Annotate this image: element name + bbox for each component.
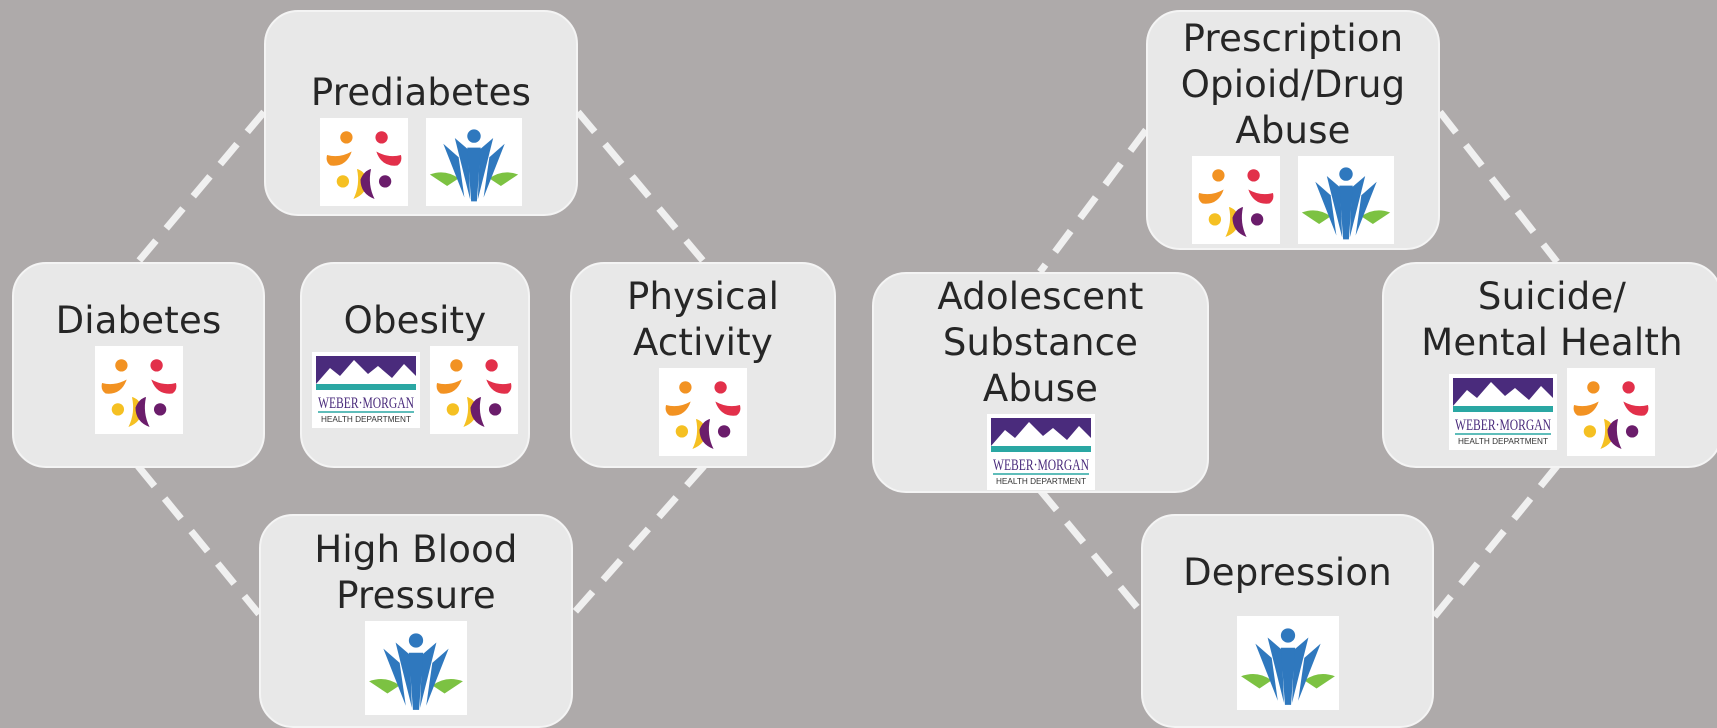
node-label: Diabetes: [55, 299, 222, 342]
connector-suicide-depression: [1431, 463, 1560, 620]
node-obesity: Obesity WEBER·MORGAN HEALTH DEPARTMENT: [300, 262, 530, 468]
svg-text:HEALTH DEPARTMENT: HEALTH DEPARTMENT: [1458, 437, 1548, 446]
people-logo: [1192, 156, 1280, 244]
connector-opioid-suicide: [1437, 109, 1560, 265]
weber-morgan-logo: WEBER·MORGAN HEALTH DEPARTMENT: [312, 352, 420, 428]
node-adolescent-substance: Adolescent Substance Abuse WEBER·MORGAN …: [872, 272, 1209, 493]
node-label: High Blood Pressure: [314, 528, 518, 617]
blue-figure-logo: [426, 118, 522, 206]
svg-text:WEBER·MORGAN: WEBER·MORGAN: [993, 457, 1089, 474]
node-label: Suicide/ Mental Health: [1421, 275, 1683, 364]
weber-morgan-logo: WEBER·MORGAN HEALTH DEPARTMENT: [986, 414, 1095, 490]
blue-figure-logo: [365, 621, 467, 715]
connector-opioid-adolescent: [1037, 127, 1149, 275]
node-prediabetes: Prediabetes: [264, 10, 578, 216]
node-label: Physical Activity: [626, 275, 780, 364]
svg-text:HEALTH DEPARTMENT: HEALTH DEPARTMENT: [996, 477, 1086, 486]
weber-morgan-logo: WEBER·MORGAN HEALTH DEPARTMENT: [1449, 374, 1557, 450]
connector-prediabetes-diabetes: [135, 109, 267, 265]
people-logo: [320, 118, 408, 206]
people-logo: [94, 346, 183, 434]
connector-diabetes-high-blood-pressure: [135, 463, 262, 617]
people-logo: [1567, 368, 1655, 456]
people-logo: [430, 346, 518, 434]
connector-physical-activity-high-blood-pressure: [570, 463, 707, 617]
svg-text:HEALTH DEPARTMENT: HEALTH DEPARTMENT: [321, 415, 411, 424]
node-high-blood-pressure: High Blood Pressure: [259, 514, 573, 728]
node-label: Prediabetes: [310, 71, 532, 114]
node-depression: Depression: [1141, 514, 1434, 728]
node-label: Prescription Opioid/Drug Abuse: [1180, 17, 1406, 152]
connector-adolescent-depression: [1037, 487, 1144, 615]
node-label: Depression: [1183, 551, 1392, 594]
blue-figure-logo: [1298, 156, 1394, 244]
blue-figure-logo: [1236, 616, 1339, 710]
svg-text:WEBER·MORGAN: WEBER·MORGAN: [318, 395, 414, 412]
node-suicide-mental-health: Suicide/ Mental Health WEBER·MORGAN HEAL…: [1382, 262, 1717, 468]
node-label: Obesity: [343, 299, 487, 342]
connector-prediabetes-physical-activity: [575, 109, 707, 265]
node-label: Adolescent Substance Abuse: [937, 275, 1144, 410]
svg-text:WEBER·MORGAN: WEBER·MORGAN: [1455, 417, 1551, 434]
node-prescription-opioid: Prescription Opioid/Drug Abuse: [1146, 10, 1440, 250]
node-physical-activity: Physical Activity: [570, 262, 836, 468]
people-logo: [659, 368, 747, 456]
node-diabetes: Diabetes: [12, 262, 265, 468]
